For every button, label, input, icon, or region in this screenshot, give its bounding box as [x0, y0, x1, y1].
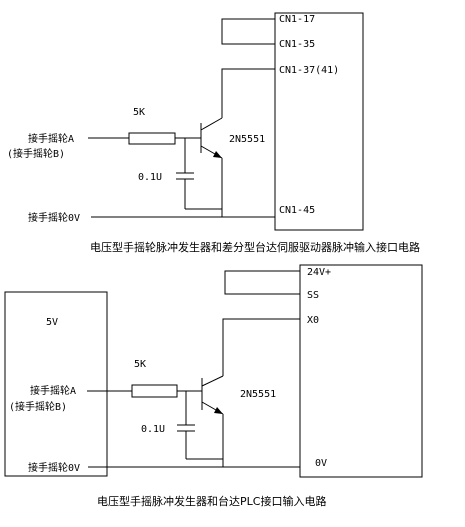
resistor-label: 5K: [134, 359, 146, 370]
input-b-label: (接手摇轮B): [9, 400, 67, 413]
ground-rail: [185, 208, 275, 218]
handwheel-box: [4, 291, 108, 477]
jumper-wire: [221, 18, 275, 45]
plc-box: [299, 264, 423, 478]
pin-label-ss: SS: [307, 290, 319, 301]
input-0v-label: 接手摇轮0V: [28, 461, 80, 474]
transistor-symbol: [200, 117, 223, 159]
pin-label-24v: 24V+: [307, 267, 331, 278]
diagram-caption: 电压型手摇轮脉冲发生器和差分型台达伺服驱动器脉冲输入接口电路: [90, 240, 420, 254]
jumper-wire: [224, 270, 300, 295]
pin-label-cn1-37: CN1-37(41): [279, 65, 339, 76]
transistor-label: 2N5551: [240, 389, 276, 400]
diagram-plc-interface: 5V 24V+ SS X0 2N5551 5K 0.1U: [4, 264, 423, 508]
capacitor-label: 0.1U: [138, 172, 162, 183]
pin-label-0v: 0V: [315, 458, 327, 469]
ground-rail: [186, 458, 224, 467]
input-a-label: 接手摇轮A: [28, 132, 74, 145]
resistor-label: 5K: [133, 107, 145, 118]
supply-label: 5V: [46, 317, 58, 328]
capacitor-symbol: [176, 138, 194, 209]
resistor-symbol: [128, 132, 176, 145]
transistor-label: 2N5551: [229, 134, 265, 145]
pin-label-x0: X0: [307, 315, 319, 326]
resistor-symbol: [131, 384, 178, 398]
diagram-caption: 电压型手摇脉冲发生器和台达PLC接口输入电路: [97, 494, 326, 508]
transistor-symbol: [201, 375, 224, 415]
pin-label-cn1-35: CN1-35: [279, 39, 315, 50]
capacitor-symbol: [177, 391, 195, 459]
pin-label-cn1-17: CN1-17: [279, 14, 315, 25]
input-a-label: 接手摇轮A: [30, 384, 76, 397]
servo-driver-box: [274, 12, 364, 231]
input-0v-label: 接手摇轮0V: [28, 211, 80, 224]
collector-wire: [221, 68, 275, 118]
input-b-label: (接手摇轮B): [7, 147, 65, 160]
capacitor-label: 0.1U: [141, 424, 165, 435]
collector-wire: [222, 318, 300, 376]
pin-label-cn1-45: CN1-45: [279, 205, 315, 216]
diagram-servo-interface: CN1-17 CN1-35 CN1-37(41) 2N5551 5K 0.1U: [7, 12, 420, 254]
